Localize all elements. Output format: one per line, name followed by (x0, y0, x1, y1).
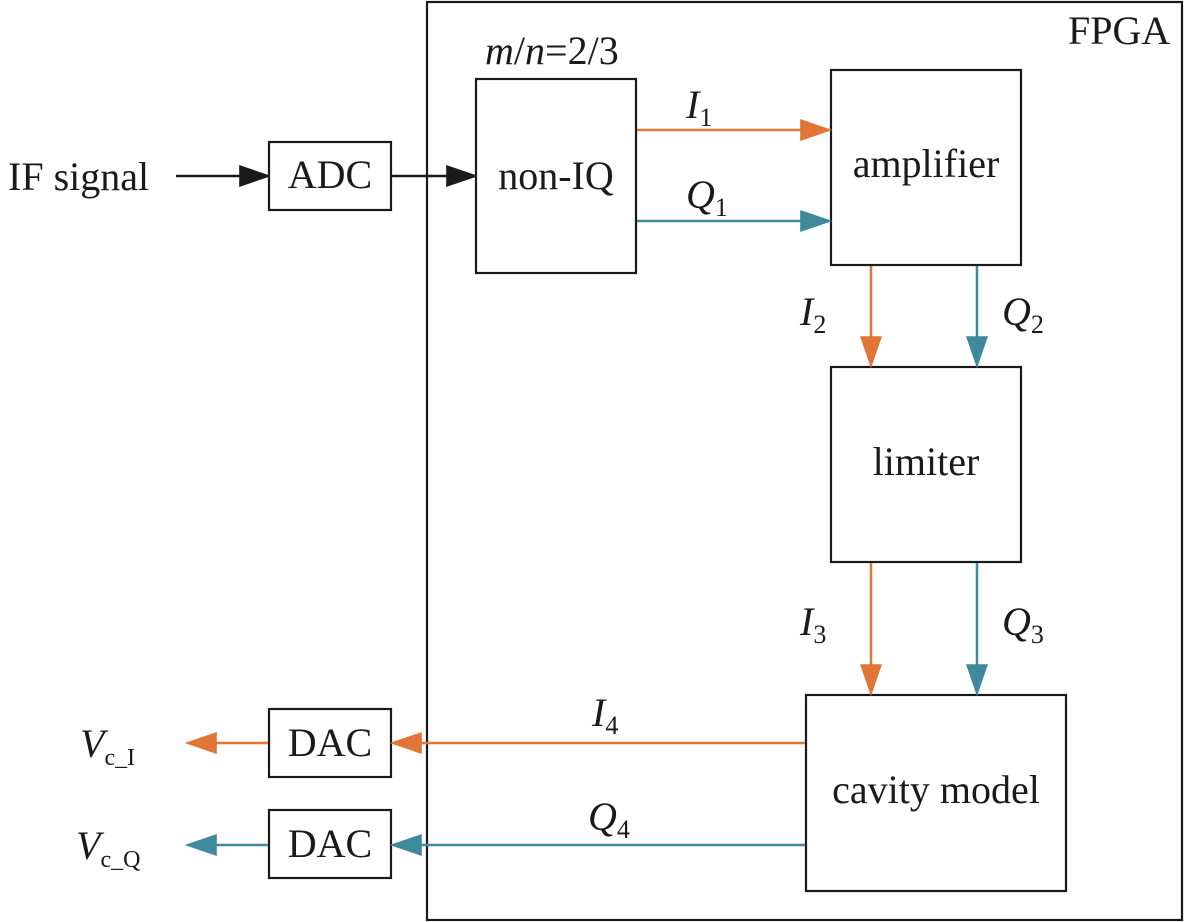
amplifier-block: amplifier (829, 68, 1023, 267)
limiter-block: limiter (829, 365, 1023, 564)
dac-i-label: DAC (288, 720, 372, 765)
i1-label: I1 (685, 82, 712, 132)
i2-label: I2 (799, 289, 826, 339)
dac-q-block: DAC (267, 808, 393, 880)
non-iq-label: non-IQ (498, 153, 614, 198)
q1-label: Q1 (686, 172, 728, 222)
fpga-boundary (425, 0, 1184, 922)
q4-label: Q4 (588, 794, 630, 844)
vcq-label: Vc_Q (76, 823, 140, 873)
amplifier-label: amplifier (853, 141, 1000, 186)
cavity-model-label: cavity model (832, 767, 1040, 812)
dac-i-block: DAC (267, 707, 393, 779)
vci-label: Vc_I (80, 721, 135, 771)
i3-label: I3 (799, 599, 826, 649)
q2-label: Q2 (1002, 289, 1044, 339)
ratio-label: m/n=2/3 (485, 28, 619, 73)
non-iq-block: non-IQ (474, 77, 638, 275)
if-signal-label: IF signal (8, 154, 149, 199)
dac-q-label: DAC (288, 821, 372, 866)
cavity-model-block: cavity model (804, 693, 1068, 893)
i4-label: I4 (591, 690, 618, 740)
limiter-label: limiter (873, 439, 980, 484)
q3-label: Q3 (1002, 599, 1044, 649)
adc-block: ADC (267, 140, 393, 212)
adc-label: ADC (288, 152, 372, 197)
fpga-label: FPGA (1068, 8, 1170, 53)
